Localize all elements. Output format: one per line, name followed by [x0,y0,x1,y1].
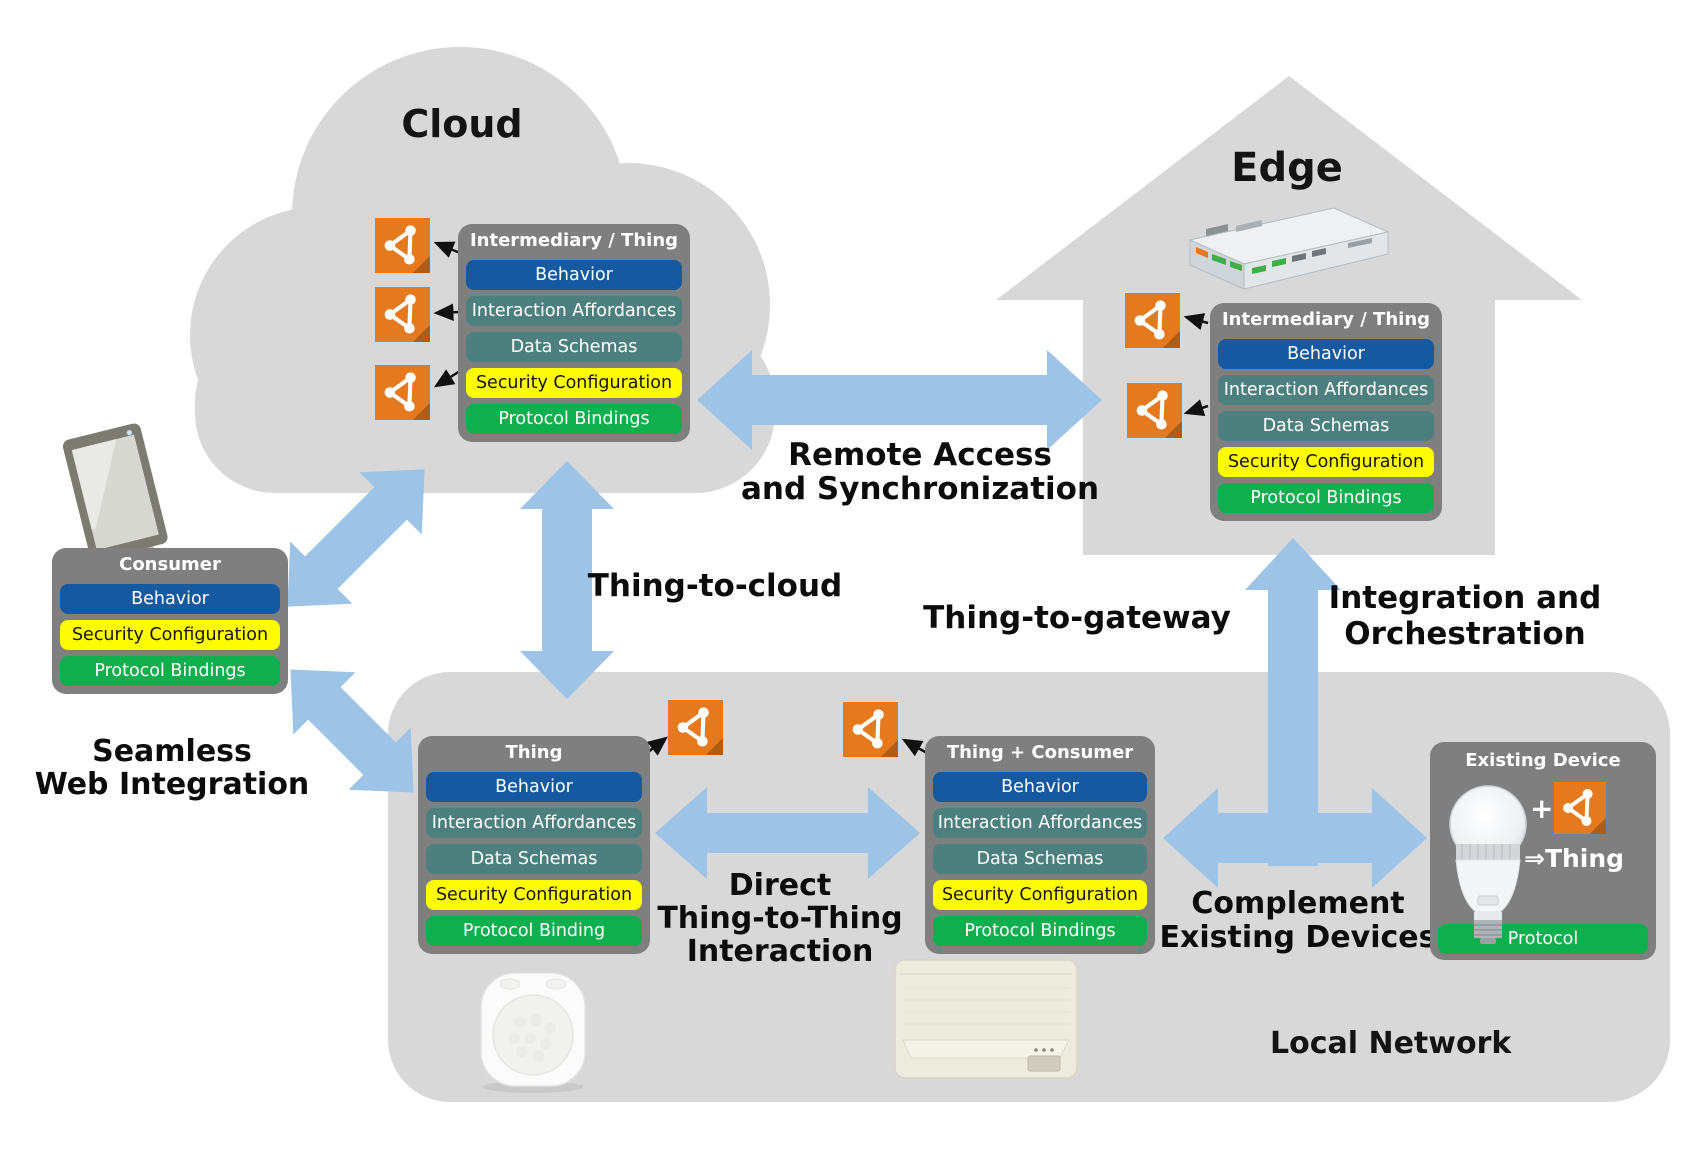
box-title: Thing + Consumer [946,742,1134,763]
behavior-row: Behavior [60,584,280,614]
td-link-arrow [433,369,461,388]
behavior-row: Behavior [1218,339,1434,369]
box-title: Consumer [119,554,221,575]
integration-orchestration-arrow [1245,538,1341,866]
motion-sensor-image [480,972,586,1093]
protocol-bindings-row: Protocol Bindings [1218,483,1434,513]
becomes-thing-label: ⇒Thing [1524,844,1625,873]
td-link-arrow [433,303,461,322]
complement-existing-devices-arrow [1163,788,1427,888]
thing-to-cloud-label: Thing-to-cloud [587,568,843,604]
seamless-web-integration-arrow-lower [290,669,414,793]
thing-description-icon [1554,782,1606,834]
label-line: and Synchronization [740,471,1100,507]
edge-region-label: Edge [1231,145,1343,191]
edge-intermediary-thing-box: Intermediary / Thing Behavior Interactio… [1210,303,1442,521]
td-link-arrow [1183,399,1209,417]
label-line: Interaction [686,934,874,969]
td-link-arrow [1183,313,1209,331]
security-configuration-row: Security Configuration [933,880,1147,910]
light-bulb-image [1449,785,1527,944]
data-schemas-row: Data Schemas [466,332,682,362]
integration-orchestration-label: Integration and Orchestration [1315,580,1615,652]
direct-thing-to-thing-arrow [655,787,920,879]
behavior-row: Behavior [933,772,1147,802]
box-title: Intermediary / Thing [469,230,679,251]
data-schemas-row: Data Schemas [933,844,1147,874]
local-network-label: Local Network [1270,1026,1512,1061]
td-link-arrow [433,241,461,258]
thing-to-gateway-label: Thing-to-gateway [923,600,1231,636]
box-title: Intermediary / Thing [1221,309,1431,330]
td-link-arrow [646,736,668,756]
label-line: Web Integration [34,767,310,802]
behavior-row: Behavior [466,260,682,290]
thing-description-icon [843,702,898,757]
thing-box: Thing Behavior Interaction Affordances D… [418,736,650,954]
consumer-box: Consumer Behavior Security Configuration… [52,548,288,694]
thing-description-icon [1127,383,1182,438]
box-title: Existing Device [1465,750,1621,771]
thing-description-icon [668,700,723,755]
remote-access-arrow [697,350,1102,450]
security-configuration-row: Security Configuration [60,620,280,650]
remote-access-label: Remote Access and Synchronization [720,438,1120,506]
protocol-binding-row: Protocol Binding [426,916,642,946]
protocol-bindings-row: Protocol Bindings [466,404,682,434]
plus-sign: + [1530,792,1554,825]
thing-plus-consumer-box: Thing + Consumer Behavior Interaction Af… [925,736,1155,954]
existing-device-box: Existing Device Protocol + ⇒Thing [1430,742,1656,960]
interaction-affordances-row: Interaction Affordances [933,808,1147,838]
protocol-bindings-row: Protocol Bindings [933,916,1147,946]
data-schemas-row: Data Schemas [1218,411,1434,441]
security-configuration-row: Security Configuration [1218,447,1434,477]
router-image [1188,207,1390,290]
box-title: Thing [505,742,563,763]
cloud-intermediary-thing-box: Intermediary / Thing Behavior Interactio… [458,224,690,442]
security-configuration-row: Security Configuration [426,880,642,910]
protocol-row: Protocol [1438,924,1648,954]
seamless-web-integration-label: Seamless Web Integration [22,735,322,801]
label-line: Complement [1191,886,1405,921]
tablet-image [62,423,168,566]
label-line: Seamless [92,734,252,769]
thing-description-icon [1125,293,1180,348]
security-configuration-row: Security Configuration [466,368,682,398]
label-line: Direct [728,868,832,903]
thing-to-cloud-arrow [520,461,614,699]
interaction-affordances-row: Interaction Affordances [1218,375,1434,405]
direct-thing-to-thing-label: Direct Thing-to-Thing Interaction [630,869,930,968]
behavior-row: Behavior [426,772,642,802]
td-link-arrow [901,738,928,757]
label-line: Orchestration [1344,616,1586,652]
label-line: Integration and [1328,580,1602,616]
interaction-affordances-row: Interaction Affordances [426,808,642,838]
cloud-region-label: Cloud [401,102,523,146]
thing-description-icon [375,365,430,420]
complement-existing-devices-label: Complement Existing Devices [1148,887,1448,955]
data-schemas-row: Data Schemas [426,844,642,874]
label-line: Thing-to-Thing [657,901,903,936]
label-line: Existing Devices [1159,920,1437,955]
thing-description-icon [375,287,430,342]
interaction-affordances-row: Interaction Affordances [466,296,682,326]
seamless-web-integration-arrow-upper [287,469,425,607]
air-conditioner-image [894,959,1078,1079]
thing-description-icon [375,218,430,273]
protocol-bindings-row: Protocol Bindings [60,656,280,686]
label-line: Remote Access [788,437,1052,473]
